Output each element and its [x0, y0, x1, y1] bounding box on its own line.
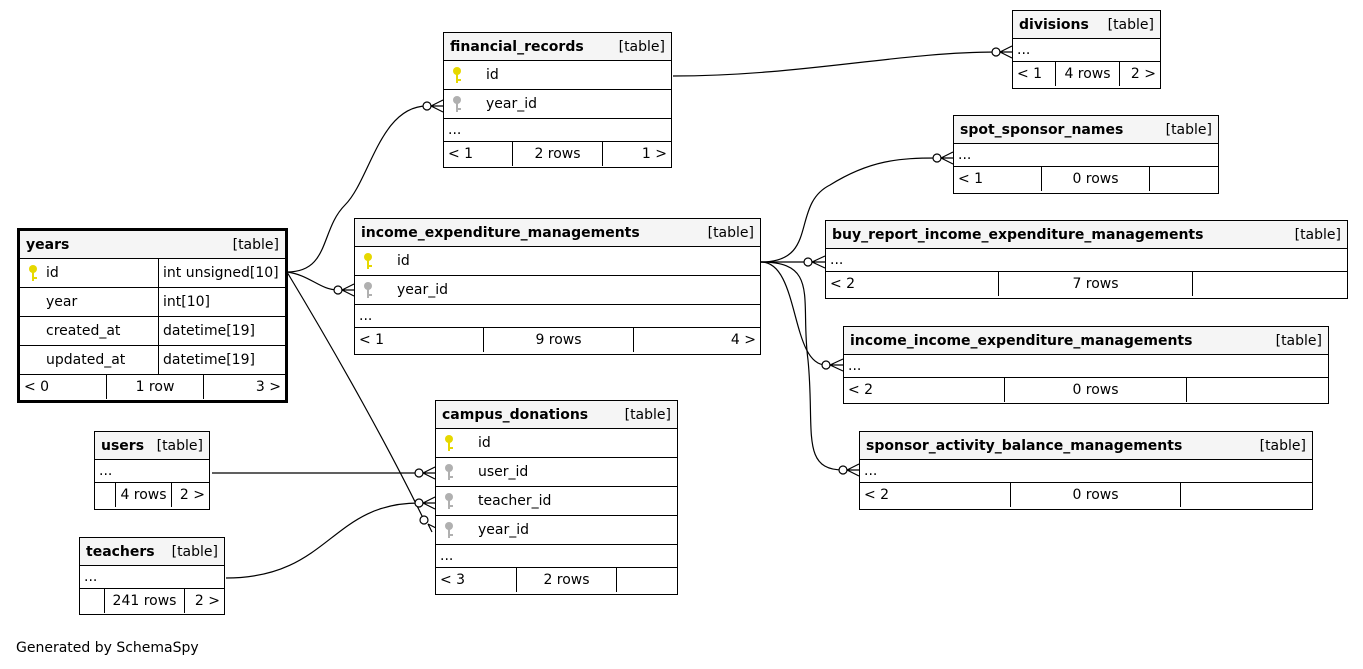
table-tag: [table]: [232, 236, 279, 253]
table-footer: 4 rows 2 >: [95, 483, 209, 507]
column-row[interactable]: year_id: [355, 276, 760, 305]
column-row[interactable]: id: [355, 247, 760, 276]
table-name: years: [26, 236, 70, 253]
table-footer: < 1 4 rows 2 >: [1013, 62, 1160, 86]
column-row[interactable]: updated_at datetime[19]: [20, 346, 285, 375]
more-columns: ...: [80, 566, 224, 589]
edge-iem-spot-sponsor: [760, 157, 938, 263]
foreign-key-icon: [364, 282, 372, 298]
edge-iem-sponsor-activity: [760, 261, 844, 471]
table-footer: 241 rows 2 >: [80, 589, 224, 613]
foreign-key-icon: [445, 493, 453, 509]
table-buy-report-income-expenditure-managements[interactable]: buy_report_income_expenditure_management…: [825, 220, 1348, 299]
edge-iem-income-income: [760, 261, 827, 366]
table-divisions[interactable]: divisions[table] ... < 1 4 rows 2 >: [1012, 10, 1161, 89]
foreign-key-icon: [445, 464, 453, 480]
more-columns: ...: [844, 355, 1328, 378]
table-footer: < 0 1 row 3 >: [20, 375, 285, 399]
column-row[interactable]: id: [436, 429, 677, 458]
column-row[interactable]: id: [444, 61, 671, 90]
edge-years-campus-donations: [286, 271, 425, 521]
more-columns: ...: [860, 460, 1312, 483]
more-columns: ...: [954, 144, 1218, 167]
table-footer: < 1 9 rows 4 >: [355, 328, 760, 352]
column-row[interactable]: user_id: [436, 458, 677, 487]
table-financial-records[interactable]: financial_records[table] id year_id ... …: [443, 32, 672, 168]
table-footer: < 2 0 rows: [844, 378, 1328, 402]
table-income-expenditure-managements[interactable]: income_expenditure_managements[table] id…: [354, 218, 761, 355]
edge-years-financial-records: [286, 105, 428, 273]
edge-financial-records-divisions: [672, 51, 997, 77]
more-columns: ...: [826, 249, 1347, 272]
primary-key-icon: [364, 253, 372, 269]
generated-by-label: Generated by SchemaSpy: [16, 640, 199, 656]
foreign-key-icon: [453, 96, 461, 112]
table-users[interactable]: users[table] ... 4 rows 2 >: [94, 431, 210, 510]
column-row[interactable]: year int[10]: [20, 288, 285, 317]
table-income-income-expenditure-managements[interactable]: income_income_expenditure_managements[ta…: [843, 326, 1329, 404]
table-spot-sponsor-names[interactable]: spot_sponsor_names[table] ... < 1 0 rows: [953, 115, 1219, 194]
primary-key-icon: [445, 435, 453, 451]
primary-key-icon: [453, 67, 461, 83]
foreign-key-icon: [445, 522, 453, 538]
table-campus-donations[interactable]: campus_donations[table] id user_id teach…: [435, 400, 678, 595]
edge-teachers-campus-donations: [225, 502, 420, 579]
more-columns: ...: [1013, 39, 1160, 62]
more-columns: ...: [444, 119, 671, 142]
table-footer: < 1 2 rows 1 >: [444, 142, 671, 166]
column-row[interactable]: year_id: [436, 516, 677, 545]
more-columns: ...: [95, 460, 209, 483]
table-footer: < 3 2 rows: [436, 568, 677, 592]
column-row[interactable]: id int unsigned[10]: [20, 259, 285, 288]
more-columns: ...: [355, 305, 760, 328]
column-row[interactable]: teacher_id: [436, 487, 677, 516]
table-teachers[interactable]: teachers[table] ... 241 rows 2 >: [79, 537, 225, 615]
edge-years-income-expenditure: [286, 271, 339, 291]
table-years[interactable]: years [table] id int unsigned[10] year in…: [17, 228, 288, 403]
primary-key-icon: [29, 265, 37, 281]
table-sponsor-activity-balance-managements[interactable]: sponsor_activity_balance_managements[tab…: [859, 431, 1313, 510]
column-row[interactable]: year_id: [444, 90, 671, 119]
column-row[interactable]: created_at datetime[19]: [20, 317, 285, 346]
table-footer: < 2 0 rows: [860, 483, 1312, 507]
table-footer: < 2 7 rows: [826, 272, 1347, 296]
more-columns: ...: [436, 545, 677, 568]
table-footer: < 1 0 rows: [954, 167, 1218, 191]
